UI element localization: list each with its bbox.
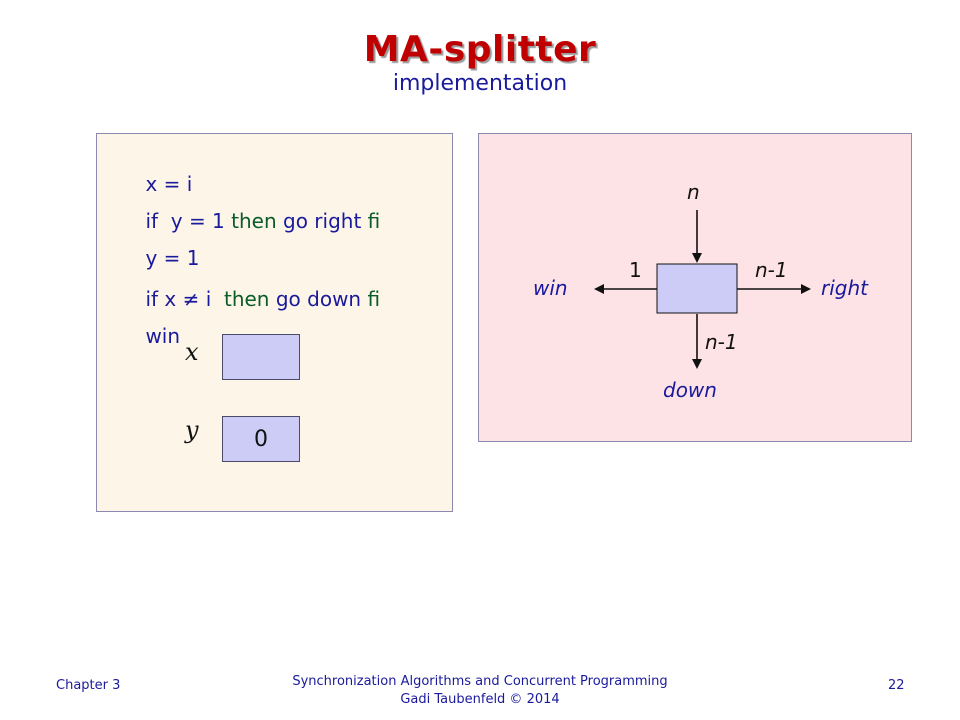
right-output-label: right: [821, 276, 868, 300]
win-output-label: win: [533, 276, 568, 300]
code-line-1: x = i: [145, 172, 193, 196]
right-count-label: n-1: [755, 258, 788, 282]
footer-chapter: Chapter 3: [56, 678, 121, 693]
slide-header: MA-splitter implementation: [0, 28, 960, 98]
win-count-label: 1: [629, 258, 642, 282]
down-count-label: n-1: [705, 330, 738, 354]
splitter-box: [656, 263, 738, 314]
footer-page-number: 22: [888, 678, 905, 693]
code-line-3: y = 1: [145, 246, 200, 270]
footer-credit: Synchronization Algorithms and Concurren…: [0, 673, 960, 709]
down-output-label: down: [663, 378, 717, 402]
footer-author: Gadi Taubenfeld © 2014: [400, 692, 560, 707]
splitter-diagram: n 1 n-1 n-1 win right down: [478, 133, 912, 442]
register-x-box: [222, 334, 300, 380]
footer-course-title: Synchronization Algorithms and Concurren…: [292, 674, 668, 689]
input-count-label: n: [687, 180, 700, 204]
register-y-box: 0: [222, 416, 300, 462]
splitter-diagram-arrows: [594, 210, 811, 369]
slide-title: MA-splitter: [363, 29, 597, 70]
code-line-4: if x ≠ i then go down fi: [145, 287, 381, 311]
register-y-label: y: [185, 416, 199, 444]
register-x-label: x: [185, 338, 199, 366]
code-line-2: if y = 1 then go right fi: [145, 209, 381, 233]
code-panel: x = i if y = 1 then go right fi y = 1 if…: [96, 133, 453, 512]
slide-subtitle: implementation: [392, 71, 568, 96]
code-line-5: win: [145, 324, 181, 348]
